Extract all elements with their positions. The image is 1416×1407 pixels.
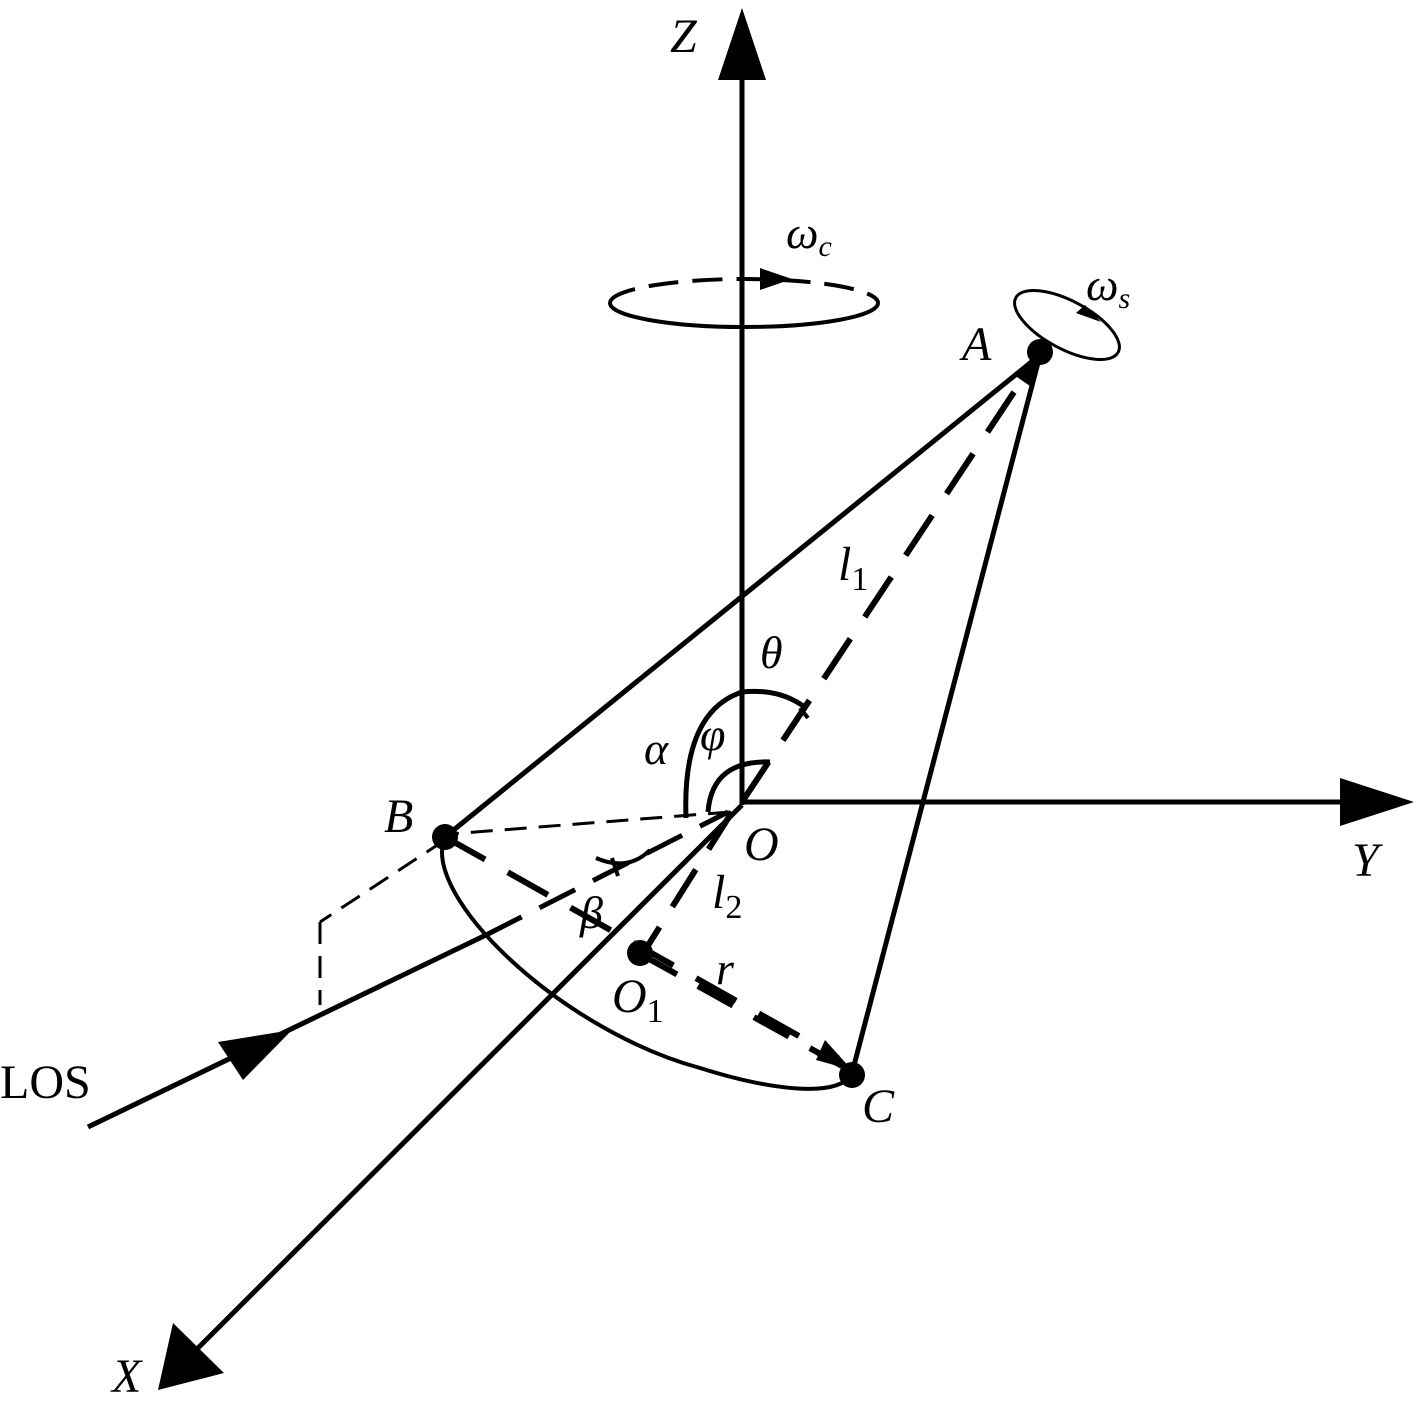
point-a-dot xyxy=(1027,339,1053,365)
label-axis-z: Z xyxy=(670,10,698,63)
label-r: r xyxy=(716,943,735,994)
y-axis xyxy=(742,778,1414,826)
point-b-dot xyxy=(432,824,458,850)
label-point-a: A xyxy=(959,318,992,371)
center-o1-letter: O xyxy=(612,970,647,1023)
label-l1: l1 xyxy=(838,538,868,598)
radius-r xyxy=(640,952,844,1069)
theta-arc xyxy=(741,688,808,711)
label-point-b: B xyxy=(384,790,413,843)
y-axis-arrowhead xyxy=(1340,778,1414,826)
edge-b-to-a xyxy=(443,353,1042,839)
l2-subscript: 2 xyxy=(725,889,742,926)
alpha-arc xyxy=(683,689,743,819)
l1-letter: l xyxy=(838,538,851,591)
l2-letter: l xyxy=(712,866,725,919)
z-axis-arrowhead xyxy=(718,8,766,80)
omega-s-subscript: s xyxy=(1118,282,1130,315)
axis-o-to-o1 xyxy=(639,810,735,957)
omega-s-symbol: ω xyxy=(1086,259,1118,310)
beta-arc-tick xyxy=(610,857,620,877)
label-phi: φ xyxy=(700,709,725,760)
omega-c-symbol: ω xyxy=(786,207,818,258)
label-l2: l2 xyxy=(712,866,742,926)
projection-lines xyxy=(318,838,446,1005)
center-o1-subscript: 1 xyxy=(647,993,664,1030)
line-o-to-b xyxy=(449,810,731,836)
line-of-sight xyxy=(86,809,730,1130)
x-axis xyxy=(158,803,744,1390)
l1-subscript: 1 xyxy=(851,561,868,598)
label-point-c: C xyxy=(862,1080,895,1133)
coning-rotation-arrowhead xyxy=(760,268,792,290)
label-los: LOS xyxy=(0,1056,91,1109)
spin-rotation-ellipse xyxy=(1013,288,1121,362)
theta-arc-tick xyxy=(798,706,810,720)
x-axis-arrowhead xyxy=(158,1323,224,1390)
vector-b-to-c-arrowhead xyxy=(816,1040,852,1070)
label-omega-c: ωc xyxy=(786,207,832,263)
label-axis-y: Y xyxy=(1352,834,1383,887)
edge-c-to-a xyxy=(849,354,1043,1074)
label-alpha: α xyxy=(644,723,669,774)
z-axis xyxy=(718,8,766,805)
phi-arc xyxy=(705,759,771,813)
center-o1-dot xyxy=(627,940,653,966)
spin-rotation-arrowhead xyxy=(1076,305,1101,322)
los-arrowhead xyxy=(218,1030,292,1080)
label-beta: β xyxy=(579,887,603,938)
coning-rotation-ellipse xyxy=(608,268,880,329)
label-theta: θ xyxy=(760,627,783,678)
cone-base-ellipse xyxy=(440,836,854,1091)
point-c-dot xyxy=(839,1062,865,1088)
omega-c-subscript: c xyxy=(818,230,831,263)
vector-l1 xyxy=(739,355,1040,804)
label-axis-x: X xyxy=(110,1350,143,1403)
label-origin-o: O xyxy=(744,818,779,871)
beta-arc xyxy=(595,848,652,866)
label-omega-s: ωs xyxy=(1086,259,1130,315)
label-center-o1: O1 xyxy=(612,970,664,1030)
